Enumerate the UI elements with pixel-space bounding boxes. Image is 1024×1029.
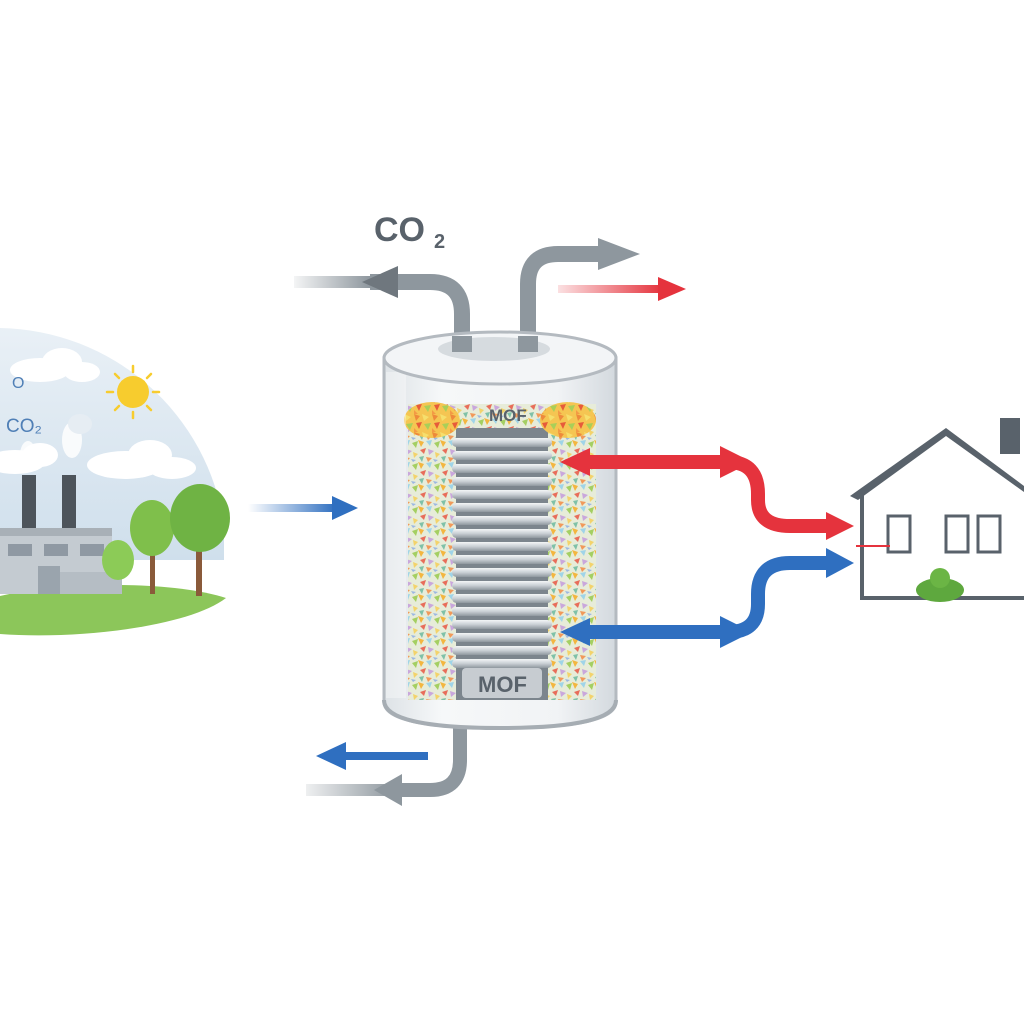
factory-scene: CO₂ O bbox=[0, 328, 230, 636]
co2-label-subscript: 2 bbox=[434, 231, 445, 253]
coil-ring bbox=[452, 451, 552, 460]
sky-background bbox=[0, 328, 224, 560]
co2-label: CO 2 bbox=[374, 211, 445, 253]
mof-cap-left bbox=[404, 402, 460, 438]
cold-return-line bbox=[560, 548, 854, 648]
coil-ring bbox=[452, 438, 552, 447]
coil-ring bbox=[452, 659, 552, 668]
mof-cap-right bbox=[540, 402, 596, 438]
cold-out-arrow-bottom bbox=[316, 742, 428, 770]
coil-ring bbox=[452, 555, 552, 564]
coil-ring bbox=[452, 542, 552, 551]
tree-icon bbox=[102, 540, 134, 580]
coil-ring bbox=[452, 620, 552, 629]
coil-ring bbox=[452, 516, 552, 525]
hot-supply-line bbox=[560, 446, 854, 540]
coil-ring bbox=[452, 503, 552, 512]
coil-ring bbox=[452, 633, 552, 642]
cloud-icon bbox=[10, 348, 100, 382]
coil-ring bbox=[452, 477, 552, 486]
factory-icon bbox=[0, 475, 122, 594]
tree-icon bbox=[170, 484, 230, 596]
clean-gas-outlet-pipe bbox=[520, 238, 640, 345]
coil-ring bbox=[452, 607, 552, 616]
scene-o-label: O bbox=[12, 375, 24, 392]
smoke-plume bbox=[20, 414, 92, 469]
bottom-outlet-pipe bbox=[306, 712, 467, 806]
cloud-icon bbox=[87, 440, 196, 479]
heat-exchanger-coil bbox=[452, 438, 552, 668]
flue-gas-inlet-arrow bbox=[248, 496, 358, 520]
mof-bottom-label: MOF bbox=[478, 672, 527, 697]
coil-ring bbox=[452, 464, 552, 473]
co2-outlet-pipe bbox=[294, 266, 470, 345]
adsorption-tank: MOF MOF bbox=[382, 330, 618, 731]
bush-icon bbox=[916, 568, 964, 602]
sun-icon bbox=[105, 364, 161, 420]
mof-top-label: MOF bbox=[489, 406, 527, 425]
scene-co2-label: CO₂ bbox=[6, 416, 42, 437]
coil-ring bbox=[452, 594, 552, 603]
coil-ring bbox=[452, 646, 552, 655]
grass bbox=[0, 585, 226, 636]
heat-out-arrow-top bbox=[558, 277, 686, 301]
co2-label-text: CO bbox=[374, 211, 425, 249]
coil-ring bbox=[452, 581, 552, 590]
coil-ring bbox=[452, 568, 552, 577]
tree-icon bbox=[130, 500, 174, 594]
coil-ring bbox=[452, 490, 552, 499]
coil-ring bbox=[452, 529, 552, 538]
house-icon bbox=[850, 418, 1024, 600]
